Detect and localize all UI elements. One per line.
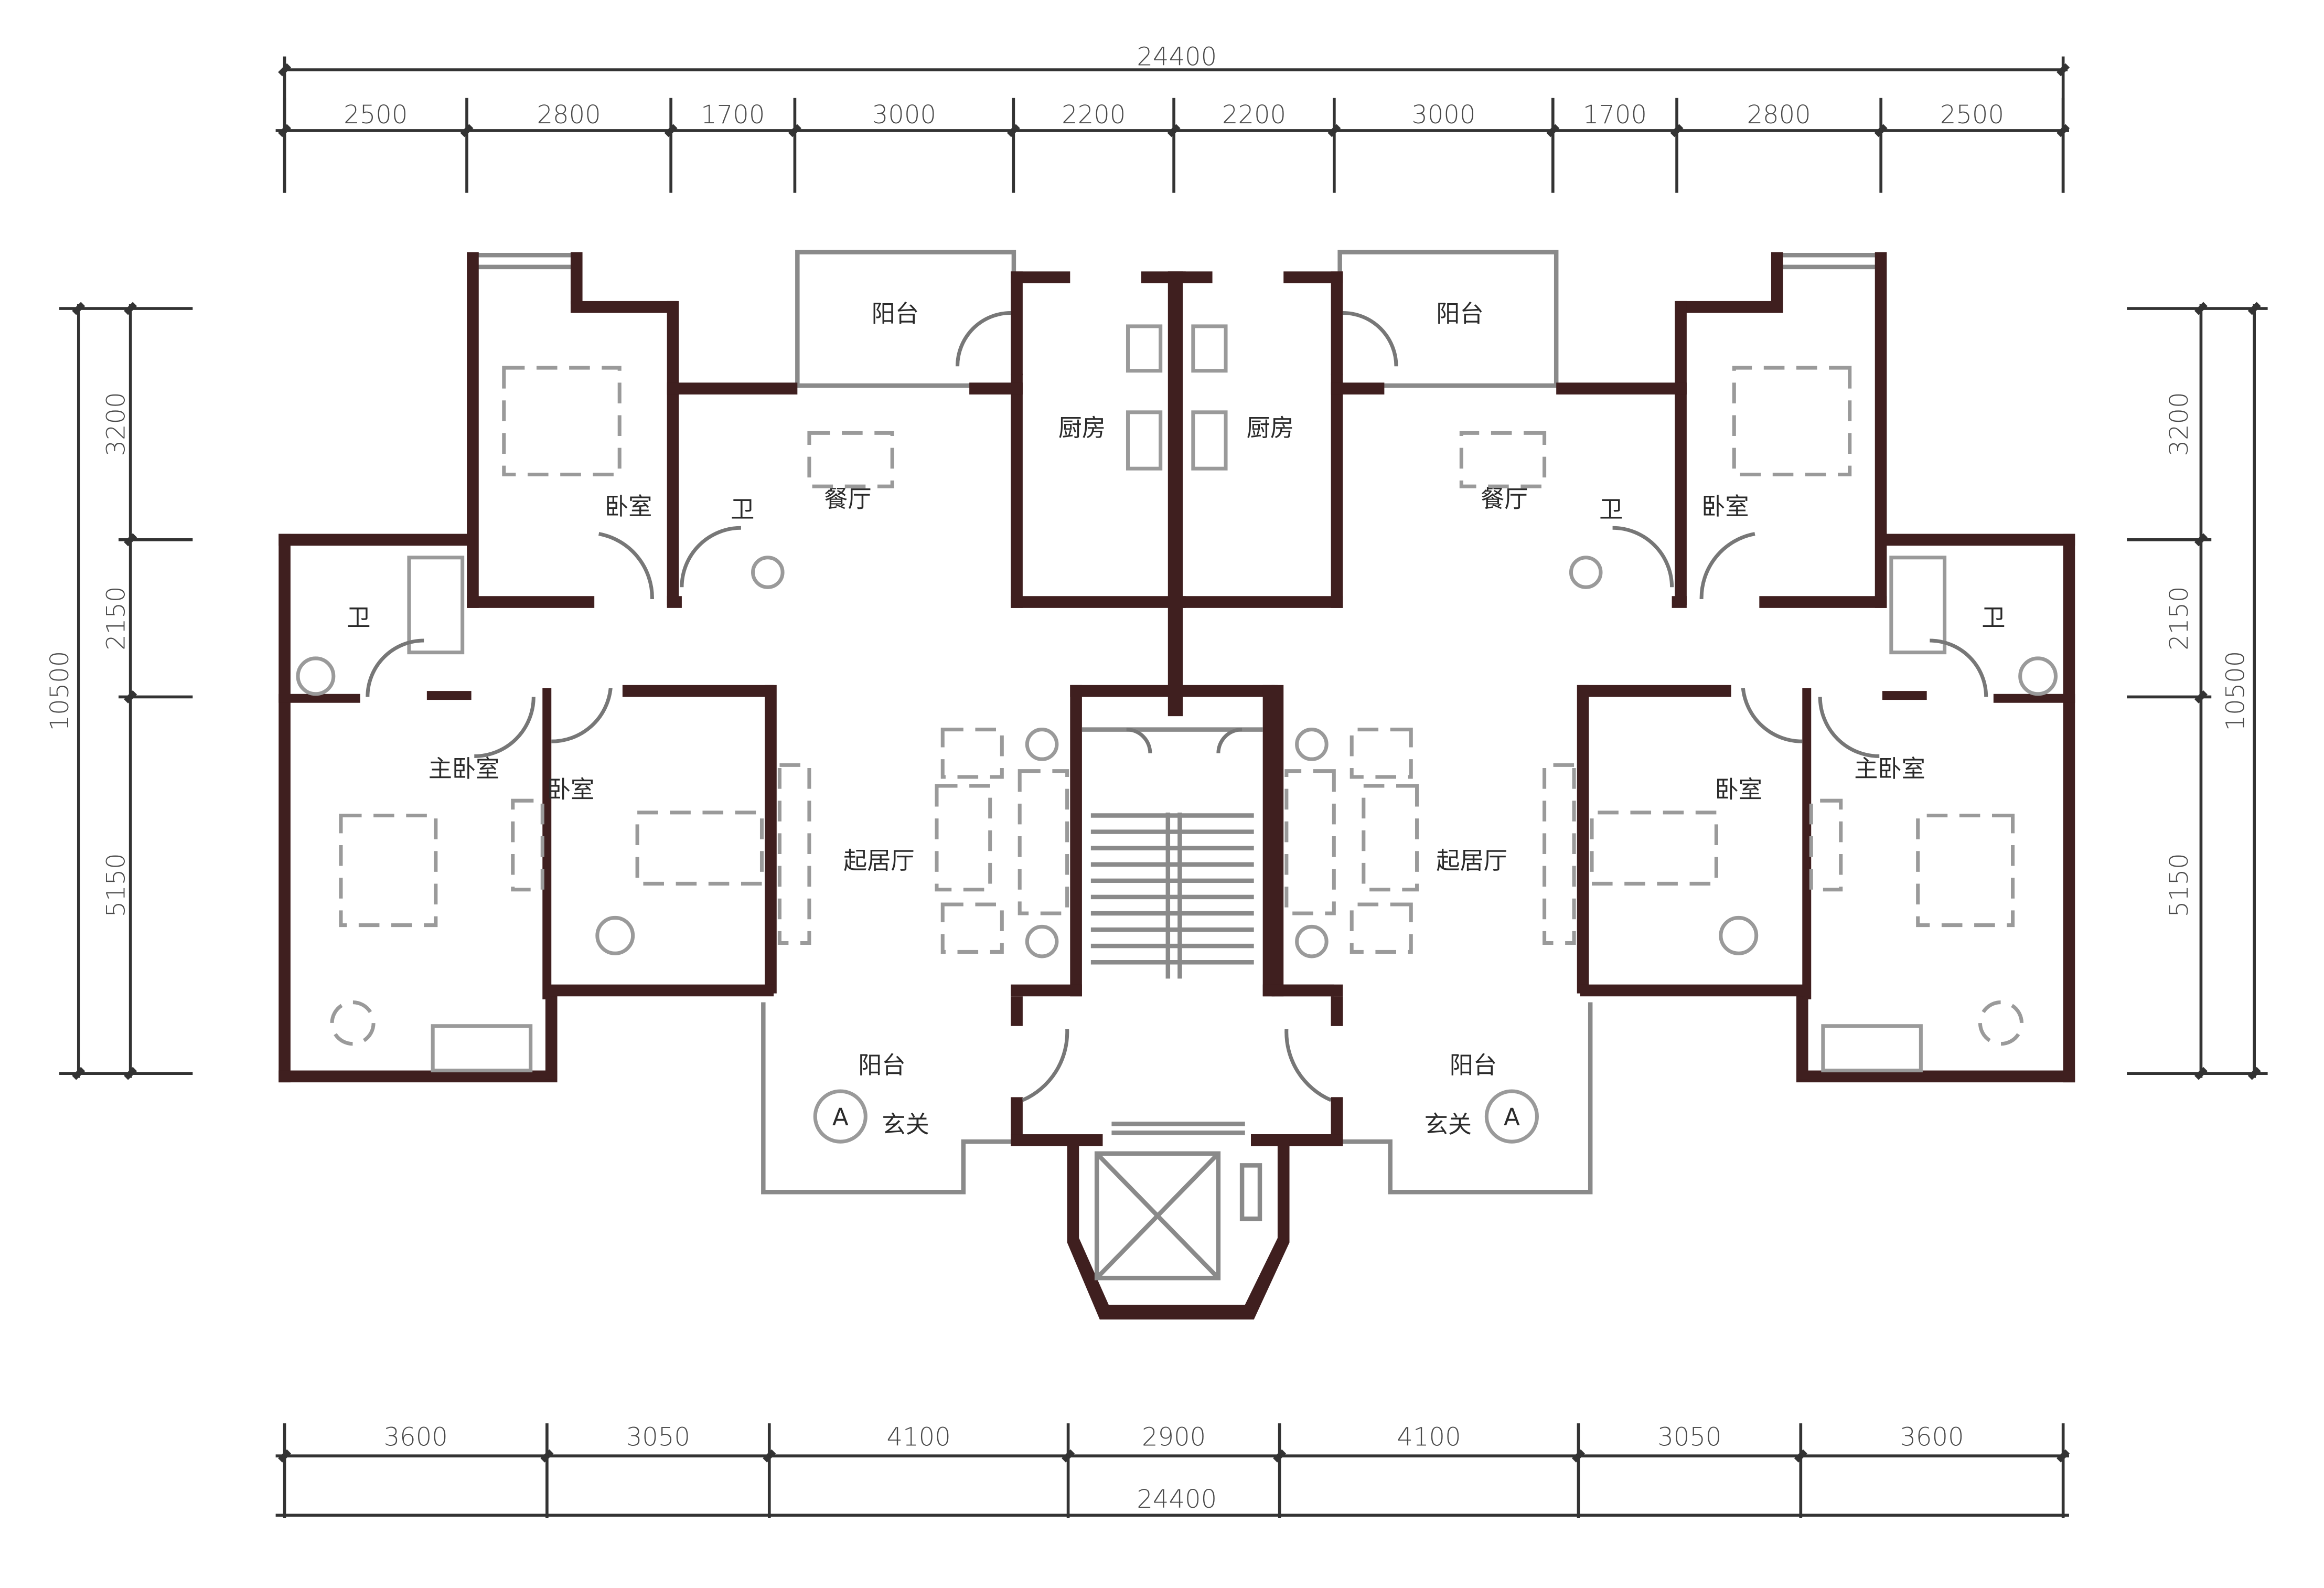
left-bath-master-label: 卫 xyxy=(347,604,370,632)
top-dim-segment-10: 2500 xyxy=(1940,100,2004,130)
left-total-dimension: 10500 xyxy=(45,651,74,731)
bottom-dim-segment-5: 4100 xyxy=(1397,1422,1461,1452)
right-unit-tag: A xyxy=(1504,1103,1520,1131)
bottom-dim-segment-7: 3600 xyxy=(1900,1422,1964,1452)
bottom-dim-segment-1: 3600 xyxy=(384,1422,448,1452)
left-dining-label: 餐厅 xyxy=(824,485,871,513)
right-unit-tag-circle xyxy=(1484,1089,1539,1144)
bottom-dim-segment-2: 3050 xyxy=(626,1422,690,1452)
right-seg-2: 2150 xyxy=(2165,587,2194,651)
left-seg-1: 3200 xyxy=(101,392,131,456)
right-bedroom-top-label: 卧室 xyxy=(1701,493,1749,520)
left-bedroom-top-label: 卧室 xyxy=(605,493,652,520)
dimension-lines xyxy=(59,56,2268,1518)
left-seg-2: 2150 xyxy=(101,587,131,651)
right-kitchen-label: 厨房 xyxy=(1247,414,1294,442)
left-unit: 阳台 厨房 餐厅 卫 卧室 卫 主卧室 卧室 起居厅 阳台 玄关 A xyxy=(279,250,1278,1195)
left-balcony-top-label: 阳台 xyxy=(872,300,919,327)
left-kitchen-label: 厨房 xyxy=(1058,414,1106,442)
right-seg-1: 3200 xyxy=(2165,392,2194,456)
right-master-bedroom-label: 主卧室 xyxy=(1854,755,1925,783)
right-unit xyxy=(1168,250,2075,1195)
bottom-dim-segment-4: 2900 xyxy=(1142,1422,1206,1452)
left-unit-tag-circle xyxy=(813,1089,868,1144)
top-dim-segment-7: 3000 xyxy=(1411,100,1475,130)
right-entrance-label: 玄关 xyxy=(1425,1111,1472,1138)
top-dim-segment-1: 2500 xyxy=(344,100,408,130)
top-dim-segment-2: 2800 xyxy=(537,100,601,130)
bottom-dim-segment-6: 3050 xyxy=(1657,1422,1721,1452)
top-total-dimension: 24400 xyxy=(1137,42,1217,72)
left-living-label: 起居厅 xyxy=(843,847,915,875)
right-bath-small-label: 卫 xyxy=(1599,495,1623,523)
right-bath-master-label: 卫 xyxy=(1982,604,2005,632)
right-dining-label: 餐厅 xyxy=(1481,485,1528,513)
left-entrance-label: 玄关 xyxy=(882,1111,929,1138)
right-balcony-top-label: 阳台 xyxy=(1436,300,1483,327)
right-balcony-front-label: 阳台 xyxy=(1450,1051,1497,1079)
right-bedroom-mid-label: 卧室 xyxy=(1715,776,1762,804)
top-dim-segment-3: 1700 xyxy=(701,100,765,130)
left-unit-tag: A xyxy=(832,1103,849,1131)
top-dim-segment-9: 2800 xyxy=(1747,100,1811,130)
top-dim-segment-4: 3000 xyxy=(872,100,936,130)
top-dim-segment-6: 2200 xyxy=(1222,100,1286,130)
right-living-label: 起居厅 xyxy=(1436,847,1507,875)
left-balcony-front-label: 阳台 xyxy=(858,1051,905,1079)
right-total-dimension: 10500 xyxy=(2221,651,2250,731)
left-master-bedroom-label: 主卧室 xyxy=(429,755,500,783)
front-balcony-outline xyxy=(761,1002,1014,1195)
right-seg-3: 5150 xyxy=(2165,853,2194,917)
left-bedroom-mid-label: 卧室 xyxy=(547,776,594,804)
stair-core xyxy=(1067,685,1343,1320)
top-dim-segment-8: 1700 xyxy=(1583,100,1647,130)
left-seg-3: 5150 xyxy=(101,853,131,917)
left-bath-small-label: 卫 xyxy=(731,495,754,523)
top-dim-segment-5: 2200 xyxy=(1062,100,1126,130)
bottom-total-dimension: 24400 xyxy=(1137,1485,1217,1514)
bottom-dim-segment-3: 4100 xyxy=(887,1422,951,1452)
